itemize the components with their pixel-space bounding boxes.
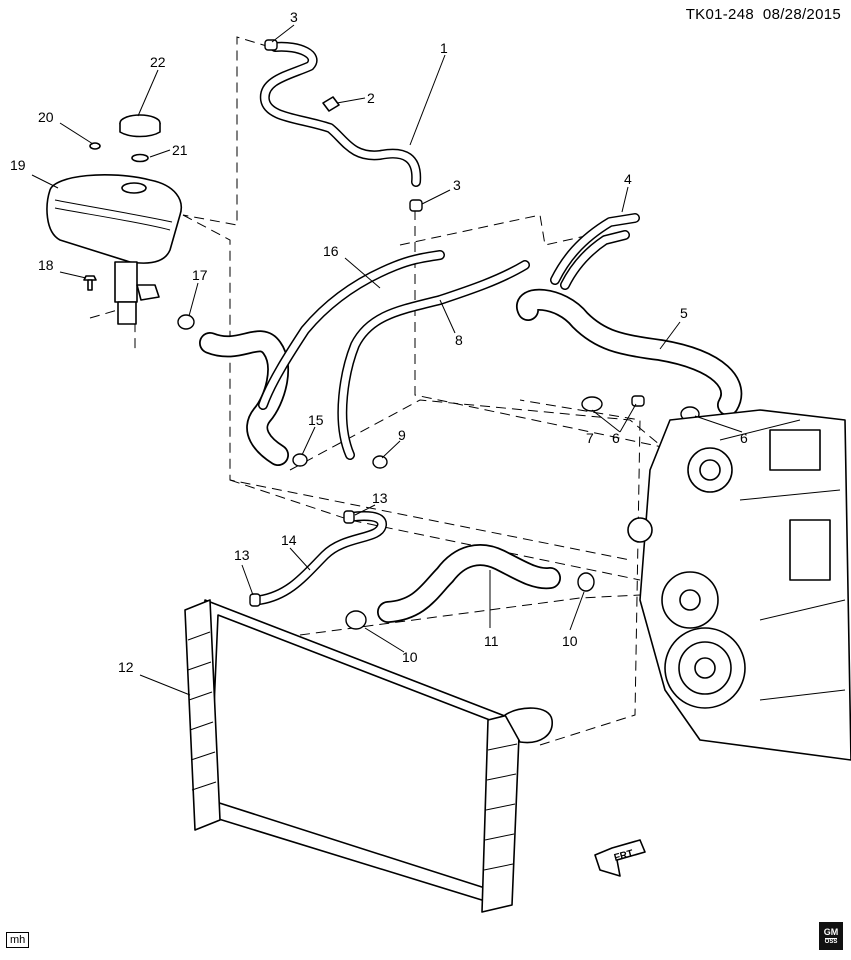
callout-labels: 1 2 3 3 4 5 6 6 7 8 9 10 10 11 12 13 13 … xyxy=(10,9,748,675)
leader-lines xyxy=(31,24,743,696)
hose-11 xyxy=(377,544,561,623)
gm-logo: GM OSS xyxy=(819,922,843,950)
callout-18: 18 xyxy=(38,257,54,273)
hose-5 xyxy=(515,288,743,416)
callout-10-right: 10 xyxy=(562,633,578,649)
seal-21 xyxy=(131,153,149,163)
bolt-18 xyxy=(83,275,97,291)
callout-6-left: 6 xyxy=(612,430,620,446)
callout-12: 12 xyxy=(118,659,134,675)
hose-14 xyxy=(255,511,387,605)
clamp-10-right xyxy=(577,572,595,592)
front-arrow-icon: FRT xyxy=(594,839,646,877)
clamp-17 xyxy=(177,314,195,330)
callout-13-lower: 13 xyxy=(234,547,250,563)
seal-20 xyxy=(89,142,101,150)
callout-20: 20 xyxy=(38,109,54,125)
clamp-6-left xyxy=(631,395,645,407)
clamp-15 xyxy=(292,453,308,467)
callout-1: 1 xyxy=(440,40,448,56)
clamp-13-upper xyxy=(343,510,355,524)
engine-block xyxy=(627,409,851,761)
diagram-id: TK01-248 08/28/2015 xyxy=(686,6,841,23)
front-label: FRT xyxy=(613,848,635,864)
callout-7: 7 xyxy=(586,430,594,446)
callout-10-left: 10 xyxy=(402,649,418,665)
callout-15: 15 xyxy=(308,412,324,428)
clamp-3-lower xyxy=(409,199,423,212)
clamp-7 xyxy=(581,396,603,412)
callout-5: 5 xyxy=(680,305,688,321)
diagram-date: 08/28/2015 xyxy=(762,6,841,23)
coolant-reservoir xyxy=(46,174,182,325)
diagram-code: TK01-248 xyxy=(685,6,754,23)
clamp-3-upper xyxy=(264,39,278,51)
reservoir-cap xyxy=(119,114,161,138)
callout-6-right: 6 xyxy=(740,430,748,446)
callout-13-upper: 13 xyxy=(372,490,388,506)
gm-logo-text: GM xyxy=(823,927,839,937)
callout-9: 9 xyxy=(398,427,406,443)
callout-3-upper: 3 xyxy=(290,9,298,25)
callout-19: 19 xyxy=(10,157,26,173)
clamp-9 xyxy=(372,455,388,469)
illustrator-initials: mh xyxy=(6,932,30,948)
callout-11: 11 xyxy=(484,633,499,649)
callout-16: 16 xyxy=(323,243,339,259)
hose-8 xyxy=(337,260,530,460)
hose-16 xyxy=(199,250,445,466)
callout-3-lower: 3 xyxy=(453,177,461,193)
callout-22: 22 xyxy=(150,54,166,70)
clip-2 xyxy=(322,96,340,112)
callout-17: 17 xyxy=(192,267,208,283)
callout-8: 8 xyxy=(455,332,463,348)
callout-21: 21 xyxy=(172,142,188,158)
hose-1 xyxy=(259,41,422,187)
callout-2: 2 xyxy=(367,90,375,106)
hose-4 xyxy=(550,213,640,290)
clamp-13-lower xyxy=(249,593,261,607)
clamp-10-left xyxy=(345,610,367,630)
gm-logo-sub: OSS xyxy=(824,938,838,945)
radiator xyxy=(184,599,553,913)
callout-4: 4 xyxy=(624,171,632,187)
callout-14: 14 xyxy=(281,532,297,548)
